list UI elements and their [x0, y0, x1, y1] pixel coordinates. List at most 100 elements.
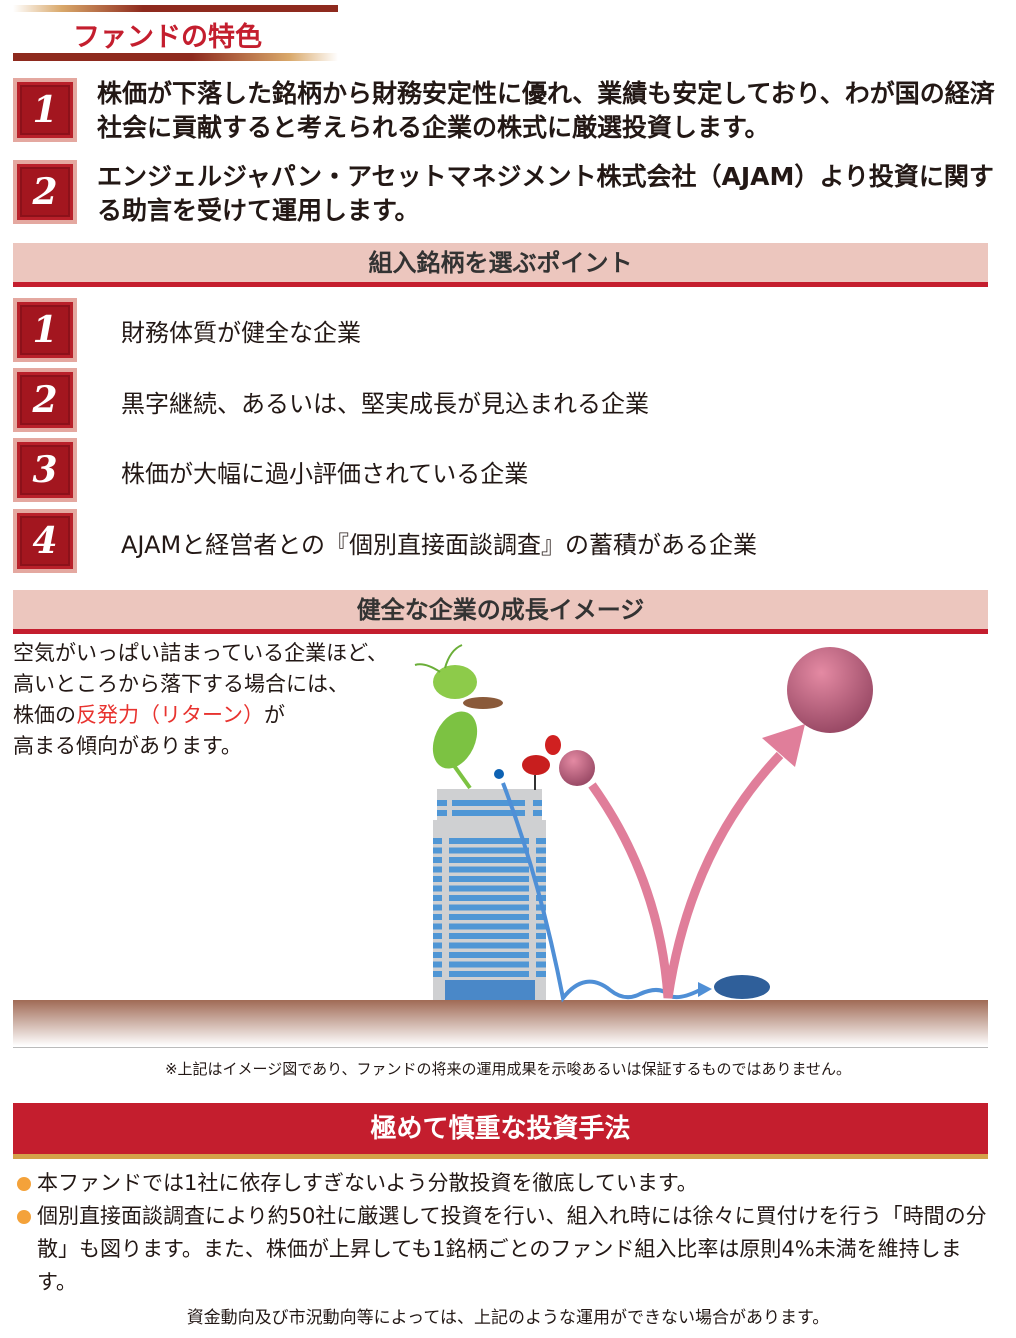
feature-text-1: 株価が下落した銘柄から財務安定性に優れ、業績も安定しており、わが国の経済社会に貢…	[97, 79, 995, 142]
deflated-ball	[714, 975, 770, 999]
big-ball	[787, 647, 873, 733]
building-window	[433, 847, 442, 854]
building-window	[449, 923, 529, 930]
building-window	[449, 933, 529, 939]
point-text-4: AJAMと経営者との『個別直接面談調査』の蓄積がある企業	[121, 531, 757, 559]
building-window	[536, 914, 546, 920]
building-window	[433, 914, 442, 920]
building	[433, 789, 546, 1000]
bullet-icon	[17, 1210, 31, 1224]
point-badge-3: 3	[13, 438, 77, 502]
ground	[13, 1000, 988, 1046]
building-window	[433, 923, 442, 930]
bullet-item-1: 本ファンドでは1社に依存しすぎないよう分散投資を徹底しています。	[17, 1167, 992, 1200]
badge-number: 2	[17, 164, 73, 220]
section-title: ファンドの特色	[13, 5, 338, 61]
building-window	[452, 810, 525, 816]
building-window	[449, 876, 529, 882]
building-window	[449, 847, 529, 854]
building-window	[433, 838, 442, 844]
building-window	[533, 810, 542, 816]
growth-illustration	[13, 644, 988, 1046]
building-window	[449, 971, 529, 977]
bullet-icon	[17, 1177, 31, 1191]
growth-header: 健全な企業の成長イメージ	[13, 590, 988, 634]
feature-text-2: エンジェルジャパン・アセットマネジメント株式会社（AJAM）より投資に関する助言…	[97, 162, 994, 225]
badge-number: 3	[17, 442, 73, 498]
desc-line: 高まる傾向があります。	[13, 734, 242, 758]
building-window	[449, 838, 529, 844]
badge-number: 2	[17, 372, 73, 428]
building-window	[449, 961, 529, 968]
building-window	[433, 876, 442, 882]
point-text-1: 財務体質が健全な企業	[121, 319, 361, 347]
arrow-head-pink	[762, 724, 805, 767]
grasshopper-icon	[414, 644, 503, 790]
building-window	[433, 866, 442, 873]
point-badge-2: 2	[13, 368, 77, 432]
title-rule-bottom	[13, 53, 338, 61]
building-window	[536, 876, 546, 882]
ant-icon	[522, 735, 561, 790]
bullet-text: 個別直接面談調査により約50社に厳選して投資を行い、組入れ時には徐々に買付けを行…	[37, 1204, 987, 1294]
desc-highlight: 反発力（リターン）	[76, 703, 264, 727]
small-ball	[559, 750, 595, 786]
feature-badge-1: 1	[13, 78, 77, 142]
building-window	[433, 857, 442, 863]
desc-line: 株価の反発力（リターン）が	[13, 700, 388, 731]
building-window	[433, 952, 442, 958]
building-window	[433, 895, 442, 901]
desc-text: が	[263, 703, 285, 727]
bullet-text: 本ファンドでは1社に依存しすぎないよう分散投資を徹底しています。	[37, 1171, 698, 1195]
points-header: 組入銘柄を選ぶポイント	[13, 243, 988, 287]
building-window	[449, 885, 529, 892]
footnote: 資金動向及び市況動向等によっては、上記のような運用ができない場合があります。	[186, 1308, 830, 1328]
point-badge-1: 1	[13, 298, 77, 362]
point-text-3: 株価が大幅に過小評価されている企業	[121, 460, 529, 488]
building-window	[433, 971, 442, 977]
building-window	[437, 800, 447, 806]
building-window	[536, 866, 546, 873]
building-window	[536, 971, 546, 977]
bounce-path-pink	[588, 751, 784, 999]
title-rule-top	[13, 5, 338, 12]
building-window	[536, 933, 546, 939]
building-window	[452, 800, 525, 806]
building-window	[536, 885, 546, 892]
building-window	[449, 895, 529, 901]
divider	[13, 1047, 988, 1048]
building-window	[536, 942, 546, 949]
page-title: ファンドの特色	[73, 22, 262, 53]
badge-number: 1	[17, 82, 73, 138]
building-window	[433, 904, 442, 911]
building-window	[433, 933, 442, 939]
building-window	[449, 866, 529, 873]
building-window	[449, 904, 529, 911]
building-window	[433, 961, 442, 968]
building-window	[536, 838, 546, 844]
feature-badge-2: 2	[13, 160, 77, 224]
building-window	[449, 857, 529, 863]
desc-line: 高いところから落下する場合には、	[13, 672, 349, 696]
building-window	[536, 857, 546, 863]
building-window	[533, 800, 542, 806]
badge-number: 4	[17, 513, 73, 569]
arrow-head-blue	[698, 982, 712, 997]
illustration-disclaimer: ※上記はイメージ図であり、ファンドの将来の運用成果を示唆あるいは保証するものでは…	[164, 1060, 852, 1078]
desc-text: 株価の	[13, 703, 76, 727]
desc-line: 空気がいっぱい詰まっている企業ほど、	[13, 641, 389, 665]
building-window	[433, 885, 442, 892]
bullet-item-2: 個別直接面談調査により約50社に厳選して投資を行い、組入れ時には徐々に買付けを行…	[17, 1200, 992, 1299]
building-window	[449, 952, 529, 958]
growth-description: 空気がいっぱい詰まっている企業ほど、 高いところから落下する場合には、 株価の反…	[13, 638, 388, 762]
point-text-2: 黒字継続、あるいは、堅実成長が見込まれる企業	[121, 390, 649, 418]
building-window	[536, 961, 546, 968]
building-window	[437, 810, 447, 816]
building-window	[449, 942, 529, 949]
method-header: 極めて慎重な投資手法	[13, 1103, 988, 1159]
building-window	[536, 952, 546, 958]
building-window	[536, 923, 546, 930]
building-window	[449, 914, 529, 920]
blue-dot	[494, 769, 504, 779]
building-window	[433, 942, 442, 949]
